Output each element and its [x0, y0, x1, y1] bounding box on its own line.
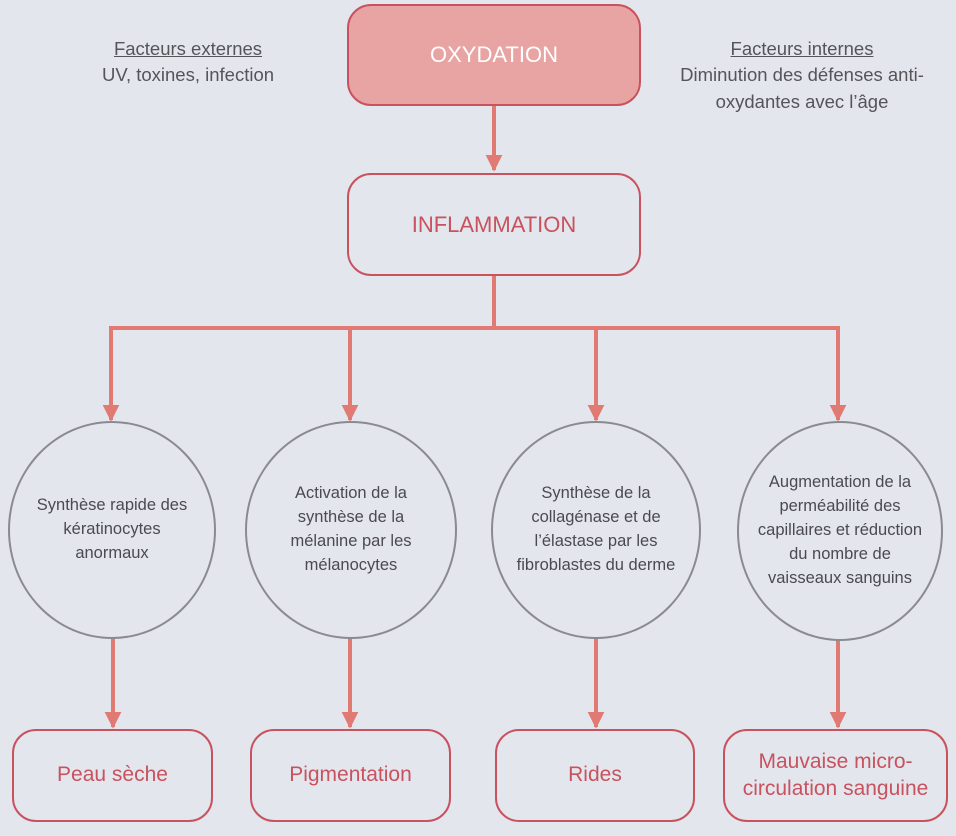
- external-factors-desc: UV, toxines, infection: [101, 64, 275, 86]
- outcome-box-1: Peau sèche: [12, 729, 213, 822]
- oxydation-node: OXYDATION: [347, 4, 641, 106]
- mechanism-circle-4: Augmentation de la perméabilité des capi…: [737, 421, 943, 641]
- outcome-box-2: Pigmentation: [250, 729, 451, 822]
- internal-factors-title: Facteurs internes: [730, 38, 874, 59]
- mechanism-circle-2: Activation de la synthèse de la mélanine…: [245, 421, 457, 639]
- mechanism-circle-3: Synthèse de la collagénase et de l’élast…: [491, 421, 701, 639]
- internal-factors: Facteurs internes Diminution des défense…: [676, 36, 928, 115]
- mechanism-circle-1: Synthèse rapide des kératinocytes anorma…: [8, 421, 216, 639]
- external-factors: Facteurs externes UV, toxines, infection: [60, 36, 316, 89]
- outcome-box-3: Rides: [495, 729, 695, 822]
- inflammation-node: INFLAMMATION: [347, 173, 641, 276]
- outcome-box-4: Mauvaise micro-circulation sanguine: [723, 729, 948, 822]
- internal-factors-desc: Diminution des défenses anti-oxydantes a…: [680, 64, 924, 112]
- external-factors-title: Facteurs externes: [113, 38, 263, 59]
